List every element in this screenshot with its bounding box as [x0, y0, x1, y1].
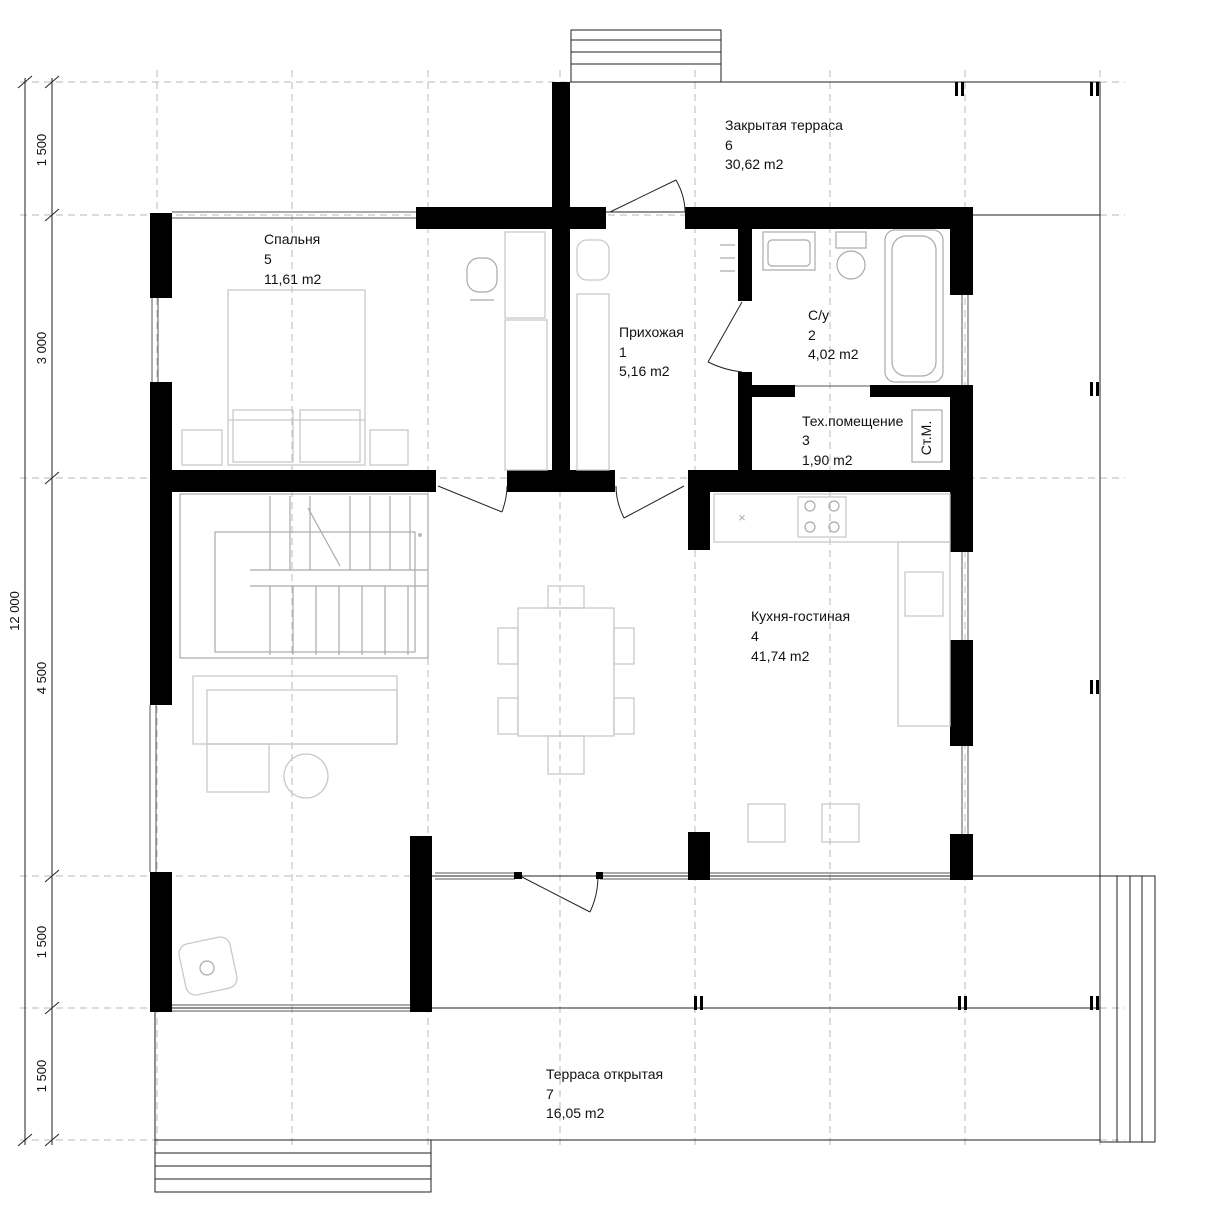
- dimension-lines: [17, 75, 60, 1147]
- room-number: 5: [264, 251, 272, 267]
- terrace-structure: [154, 29, 1156, 1193]
- dimension-segment: 3 000: [34, 332, 49, 365]
- room-label-4: Кухня-гостиная 4 41,74 m2: [751, 608, 850, 664]
- doors: [437, 179, 743, 913]
- room-number: 7: [546, 1086, 554, 1102]
- windows: [149, 211, 969, 1012]
- room-area: 5,16 m2: [619, 363, 670, 379]
- room-name: Спальня: [264, 231, 320, 247]
- room-number: 1: [619, 344, 627, 360]
- dimension-segment: 1 500: [34, 1060, 49, 1093]
- room-name: Закрытая терраса: [725, 117, 843, 133]
- room-label-3: Тех.помещение 3 1,90 m2: [802, 413, 904, 468]
- furniture: Ст.М.: [178, 229, 951, 996]
- room-number: 4: [751, 628, 759, 644]
- room-label-2: С/у 2 4,02 m2: [808, 307, 859, 362]
- room-label-7: Терраса открытая 7 16,05 m2: [546, 1066, 663, 1121]
- room-name: Тех.помещение: [802, 413, 904, 429]
- room-area: 16,05 m2: [546, 1105, 605, 1121]
- room-area: 30,62 m2: [725, 156, 784, 172]
- room-number: 2: [808, 327, 816, 343]
- dimension-total: 12 000: [7, 591, 22, 631]
- room-area: 11,61 m2: [264, 271, 322, 287]
- room-label-5: Спальня 5 11,61 m2: [264, 231, 322, 287]
- walls: [150, 82, 973, 1012]
- room-area: 4,02 m2: [808, 346, 859, 362]
- room-label-1: Прихожая 1 5,16 m2: [619, 324, 684, 379]
- room-label-6: Закрытая терраса 6 30,62 m2: [725, 117, 843, 172]
- room-number: 3: [802, 432, 810, 448]
- dimension-segment: 1 500: [34, 134, 49, 167]
- room-name: С/у: [808, 307, 829, 323]
- dimension-segment: 4 500: [34, 662, 49, 695]
- dimension-segment: 1 500: [34, 926, 49, 959]
- svg-text:×: ×: [738, 510, 746, 525]
- room-name: Терраса открытая: [546, 1066, 663, 1082]
- room-area: 1,90 m2: [802, 452, 853, 468]
- room-name: Прихожая: [619, 324, 684, 340]
- boiler-label: Ст.М.: [918, 421, 934, 455]
- room-number: 6: [725, 137, 733, 153]
- room-area: 41,74 m2: [751, 648, 810, 664]
- room-name: Кухня-гостиная: [751, 608, 850, 624]
